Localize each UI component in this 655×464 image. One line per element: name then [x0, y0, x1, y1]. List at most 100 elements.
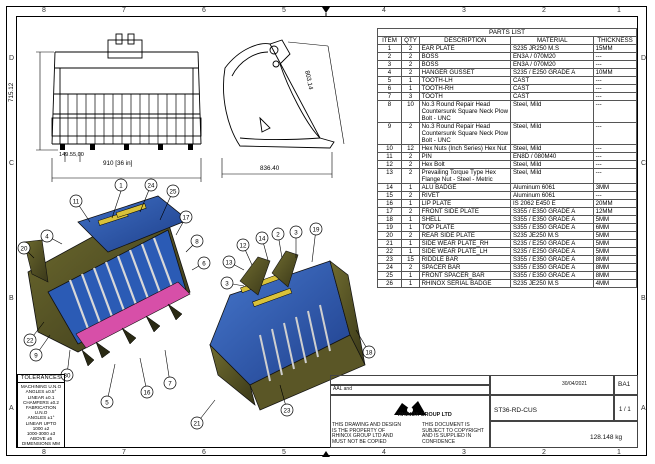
- zone-bottom-4: 4: [382, 449, 386, 456]
- parts-list-cell: S355 / E350 GRADE A: [510, 271, 595, 280]
- parts-list-cell: ---: [593, 191, 637, 200]
- parts-list-cell: LIP PLATE: [419, 199, 512, 208]
- parts-list-cell: ALU BADGE: [419, 183, 512, 192]
- parts-list-cell: 2: [400, 160, 421, 169]
- parts-list-cell: ---: [593, 100, 637, 123]
- parts-list-cell: FRONT SIDE PLATE: [419, 207, 512, 216]
- parts-list-cell: REAR SIDE PLATE: [419, 231, 512, 240]
- parts-list-cell: 22: [377, 247, 402, 256]
- tolerance-line: ANGLES ±1°: [27, 415, 55, 421]
- parts-list-cell: 2: [400, 60, 421, 69]
- parts-list-cell: 8MM: [593, 263, 637, 272]
- zone-top-5: 5: [282, 7, 286, 14]
- parts-list-cell: 10MM: [593, 68, 637, 77]
- parts-list-cell: 1: [377, 44, 402, 53]
- parts-list-cell: 25: [377, 271, 402, 280]
- balloon-3: 3: [294, 230, 298, 237]
- parts-list-cell: ---: [593, 84, 637, 93]
- zone-left-C: C: [9, 160, 15, 167]
- parts-list-cell: 3: [400, 92, 421, 101]
- company-name: RHINOX GROUP LTD: [398, 412, 452, 418]
- parts-list-cell: 14: [377, 183, 402, 192]
- parts-list-cell: RIDDLE BAR: [419, 255, 512, 264]
- parts-list-cell: 15MM: [593, 44, 637, 53]
- balloon-12: 12: [240, 243, 247, 250]
- parts-list-cell: TOOTH-LH: [419, 76, 512, 85]
- parts-list-cell: 3: [377, 60, 402, 69]
- zone-bottom-3: 3: [462, 449, 466, 456]
- parts-list-cell: 7: [377, 92, 402, 101]
- parts-list-cell: 1: [400, 183, 421, 192]
- parts-list-cell: 1: [400, 199, 421, 208]
- parts-list-cell: PIN: [419, 152, 512, 161]
- parts-list-cell: 5MM: [593, 239, 637, 248]
- parts-list-cell: S235 / E250 GRADE A: [510, 247, 595, 256]
- balloon-7: 7: [168, 381, 172, 388]
- parts-list-cell: 4MM: [593, 279, 637, 288]
- zone-bottom-8: 8: [42, 449, 46, 456]
- parts-list-cell: 8: [377, 100, 402, 123]
- parts-list-cell: 8MM: [593, 255, 637, 264]
- tolerance-line: DIMENSIONS MM: [21, 441, 61, 447]
- isometric-view-left: [23, 195, 191, 367]
- zone-top-1: 1: [617, 7, 621, 14]
- parts-list-cell: S355 / E350 GRADE A: [510, 263, 595, 272]
- balloon-9: 9: [34, 353, 38, 360]
- parts-list-cell: ---: [593, 92, 637, 101]
- mass: 128.148 kg: [590, 434, 623, 441]
- parts-list-cell: EAR PLATE: [419, 44, 512, 53]
- parts-list-cell: Steel, Mild: [510, 100, 595, 123]
- zone-right-A: A: [641, 405, 646, 412]
- zone-right-B: B: [641, 295, 646, 302]
- parts-list-cell: 5: [377, 76, 402, 85]
- drawing-size: BA1: [618, 381, 631, 388]
- parts-list-cell: 2: [400, 168, 421, 184]
- balloon-24: 24: [148, 183, 155, 190]
- parts-list-cell: 19: [377, 223, 402, 232]
- zone-bottom-5: 5: [282, 449, 286, 456]
- tolerance-line: MACHINING U.N.O: [20, 384, 62, 390]
- dim-front-width: 910 [36 in]: [103, 160, 133, 167]
- parts-list-cell: 9: [377, 122, 402, 145]
- balloon-30: 30: [64, 373, 71, 380]
- parts-list-cell: CAST: [510, 76, 595, 85]
- parts-list-cell: Steel, Mild: [510, 144, 595, 153]
- balloon-1: 1: [119, 183, 123, 190]
- parts-list-cell: ---: [593, 168, 637, 184]
- parts-list-cell: 2: [400, 263, 421, 272]
- parts-list-cell: 6MM: [593, 223, 637, 232]
- note-right: THIS DOCUMENT IS SUBJECT TO COPYRIGHT AN…: [422, 422, 484, 445]
- parts-list-cell: EN3A / 070M20: [510, 60, 595, 69]
- parts-list-cell: 16: [377, 199, 402, 208]
- drawn-by: AAL and: [333, 386, 352, 392]
- parts-list-cell: 2: [400, 68, 421, 77]
- tolerance-line: LINEAR UPTO 1000 ±2: [25, 420, 57, 431]
- balloon-6: 6: [202, 261, 206, 268]
- parts-list-cell: Steel, Mild: [510, 160, 595, 169]
- part-number: ST36-RD-CUS: [494, 407, 537, 414]
- parts-list-cell: 18: [377, 215, 402, 224]
- parts-list-cell: 1: [400, 76, 421, 85]
- dim-side-width: 836.40: [260, 165, 280, 172]
- riddle-bars-front: [67, 94, 186, 144]
- parts-list-cell: RHINOX SERIAL BADGE: [419, 279, 512, 288]
- parts-list-cell: 2: [400, 122, 421, 145]
- parts-list-cell: IS 2062 E450 E: [510, 199, 595, 208]
- balloon-13: 13: [226, 260, 233, 267]
- parts-list-cell: SHELL: [419, 215, 512, 224]
- parts-list-cell: 2: [400, 231, 421, 240]
- parts-list-cell: S355 / E350 GRADE A: [510, 207, 595, 216]
